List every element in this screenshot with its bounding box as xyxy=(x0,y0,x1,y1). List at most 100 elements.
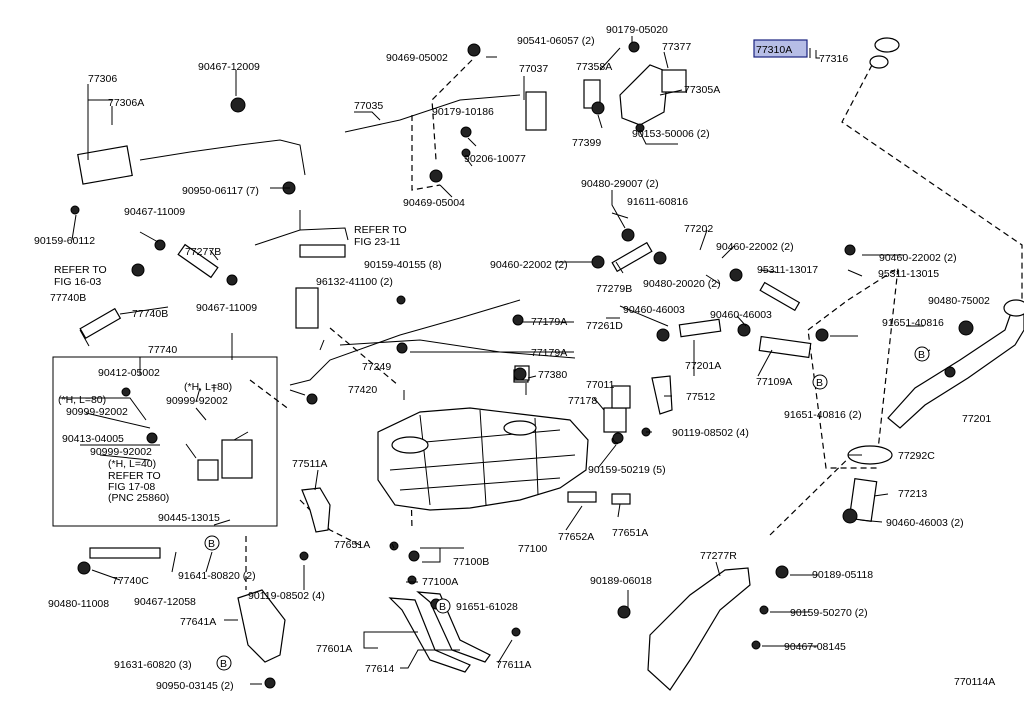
part-label: 77740C xyxy=(112,575,149,587)
clip xyxy=(511,627,521,637)
opener-cable xyxy=(139,139,306,176)
part-label: 77277R xyxy=(700,550,737,562)
part-label: 90950-06117 (7) xyxy=(182,185,259,197)
part-label: 90179-10186 xyxy=(432,106,494,118)
part-label: 77651A xyxy=(334,539,370,551)
part-label: 77213 xyxy=(898,488,927,500)
refer-note: FIG 16-03 xyxy=(54,276,101,288)
clip xyxy=(306,393,318,405)
part-label: 77377 xyxy=(662,41,691,53)
marker-b: B xyxy=(435,598,451,614)
part-label: 95311-13017 xyxy=(757,264,818,276)
clip xyxy=(230,97,246,113)
part-label: 90467-08145 xyxy=(784,641,846,653)
clip xyxy=(467,43,481,57)
highlight-box xyxy=(753,39,808,58)
clip xyxy=(653,251,667,265)
part-label: 90179-05020 xyxy=(606,24,668,36)
refer-note: REFER TO xyxy=(54,264,107,276)
refer-note: FIG 23-11 xyxy=(354,236,401,248)
dashed-guide-lower-filler xyxy=(769,444,863,536)
part-label: 77305A xyxy=(684,84,720,96)
part-label: 90541-06057 (2) xyxy=(517,35,595,47)
variant-note: (*H, L=80) xyxy=(58,394,106,406)
hose-77740c xyxy=(89,547,161,559)
part-label: 90460-22002 (2) xyxy=(490,259,568,271)
clip xyxy=(737,323,751,337)
part-label: 90413-04005 xyxy=(62,433,124,445)
marker-b-label: B xyxy=(918,349,925,361)
bolt xyxy=(408,550,420,562)
part-label: 90469-05004 xyxy=(403,197,465,209)
part-label: 77178 xyxy=(568,395,597,407)
clip xyxy=(591,255,605,269)
filler-neck xyxy=(1003,299,1024,317)
return-tube xyxy=(339,339,576,359)
opener-77306 xyxy=(77,145,133,185)
clip xyxy=(146,432,158,444)
part-label: 77037 xyxy=(519,63,548,75)
tank-protector xyxy=(647,567,751,691)
part-label: 77249 xyxy=(362,361,391,373)
part-label: 90480-75002 xyxy=(928,295,990,307)
tank-gauge-opening xyxy=(503,420,537,436)
nut xyxy=(461,148,471,158)
part-label: 90469-05002 xyxy=(386,52,448,64)
dashed-guide-cable xyxy=(411,115,441,191)
tank-band-77601a xyxy=(388,597,471,673)
bolt xyxy=(759,605,769,615)
part-label: 90206-10077 xyxy=(464,153,526,165)
hose-95311-13017 xyxy=(759,281,801,312)
part-label: 90467-11009 xyxy=(124,206,185,218)
clip xyxy=(656,328,670,342)
variant-note: (*H, L=80) xyxy=(184,381,232,393)
clip xyxy=(842,508,858,524)
part-label: 77109A xyxy=(756,376,792,388)
clip xyxy=(429,169,443,183)
clip xyxy=(389,541,399,551)
hinge-77037 xyxy=(525,91,547,131)
canister-cover xyxy=(237,589,286,663)
marker-b-label: B xyxy=(208,538,215,550)
nut xyxy=(460,126,472,138)
bolt xyxy=(396,295,406,305)
canister-valve xyxy=(197,459,219,481)
part-label: 77740 xyxy=(148,344,177,356)
part-label: 90950-03145 (2) xyxy=(156,680,234,692)
part-label: 90159-50270 (2) xyxy=(790,607,868,619)
part-label: 77614 xyxy=(365,663,394,675)
fuel-cap xyxy=(874,37,900,53)
part-label highlighted-part[interactable]: 77310A xyxy=(756,44,792,56)
dashed-guide-cap-to-filler xyxy=(841,64,1023,300)
fuel-sender xyxy=(603,407,627,433)
clip xyxy=(815,328,829,342)
part-label: 90412-05002 xyxy=(98,367,160,379)
part-label: 77279B xyxy=(596,283,632,295)
part-label: 91651-61028 xyxy=(456,601,518,613)
bracket-77512 xyxy=(651,375,673,415)
fuel-cap-gasket xyxy=(869,55,889,69)
part-label: 90480-20020 (2) xyxy=(643,278,721,290)
fuel-pump-bracket xyxy=(299,244,346,258)
lock-77305a xyxy=(661,69,687,93)
clip xyxy=(513,367,527,381)
bracket-77511a xyxy=(301,487,331,533)
bolt xyxy=(407,575,417,585)
breather-tube xyxy=(254,210,349,246)
clip xyxy=(264,677,276,689)
dashed-guide-left-tube xyxy=(249,379,291,411)
part-label: 90999-92002 xyxy=(66,406,128,418)
fuel-lid xyxy=(619,64,669,126)
hose-77740b xyxy=(79,307,122,340)
part-label: 90153-50006 (2) xyxy=(632,128,710,140)
clip xyxy=(591,101,605,115)
marker-b: B xyxy=(914,346,930,362)
part-label: 90460-22002 (2) xyxy=(879,252,957,264)
part-label: 77601A xyxy=(316,643,352,655)
part-label: 90445-13015 xyxy=(158,512,220,524)
part-label: 77740B xyxy=(50,292,86,304)
refer-note: REFER TO xyxy=(354,224,407,236)
clip xyxy=(958,320,974,336)
clip xyxy=(396,342,408,354)
